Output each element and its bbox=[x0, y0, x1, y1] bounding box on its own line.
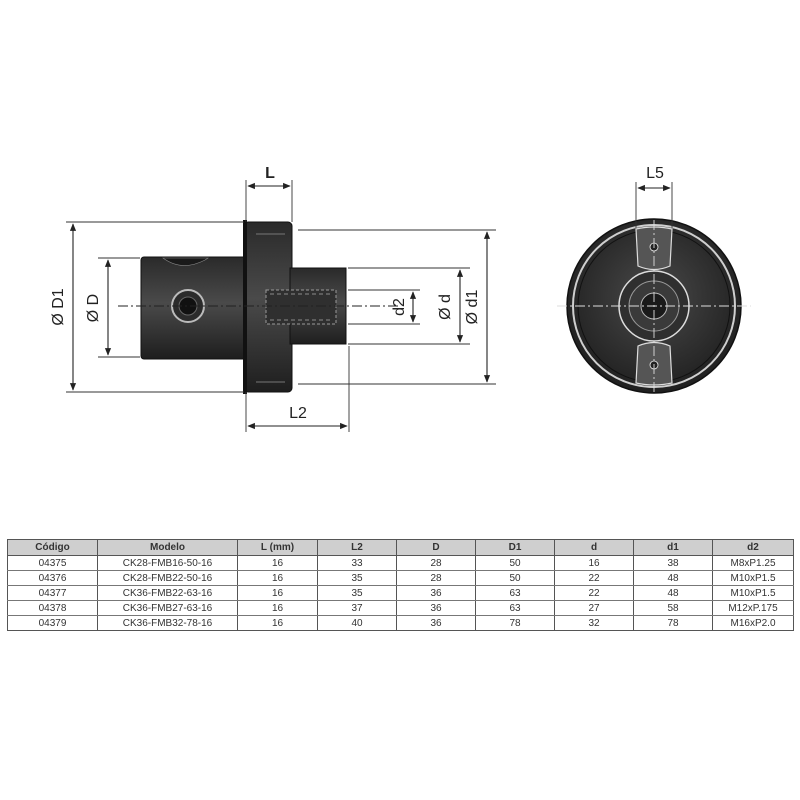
label-D1: Ø D1 bbox=[50, 288, 67, 325]
table-row: 04377 CK36-FMB22-63-16 16 35 36 63 22 48… bbox=[7, 585, 794, 601]
table-cell: 36 bbox=[396, 585, 476, 601]
table-cell: 16 bbox=[237, 555, 318, 571]
side-view bbox=[118, 220, 400, 394]
table-cell: M16xP2.0 bbox=[712, 615, 794, 631]
table-cell: 40 bbox=[317, 615, 397, 631]
header-l: L (mm) bbox=[237, 539, 318, 556]
table-cell: 04378 bbox=[7, 600, 98, 616]
table-cell: 63 bbox=[475, 600, 555, 616]
label-d: Ø d bbox=[437, 294, 454, 320]
table-cell: 35 bbox=[317, 585, 397, 601]
table-cell: 33 bbox=[317, 555, 397, 571]
table-cell: CK36-FMB22-63-16 bbox=[97, 585, 238, 601]
header-d1-upper: D1 bbox=[475, 539, 555, 556]
table-cell: 04375 bbox=[7, 555, 98, 571]
table-cell: 04379 bbox=[7, 615, 98, 631]
table-cell: M8xP1.25 bbox=[712, 555, 794, 571]
table-cell: 27 bbox=[554, 600, 634, 616]
table-row: 04379 CK36-FMB32-78-16 16 40 36 78 32 78… bbox=[7, 615, 794, 631]
table-cell: 16 bbox=[554, 555, 634, 571]
thread bbox=[265, 289, 337, 325]
label-L5: L5 bbox=[646, 165, 664, 182]
table-row: 04375 CK28-FMB16-50-16 16 33 28 50 16 38… bbox=[7, 555, 794, 571]
table-cell: 50 bbox=[475, 555, 555, 571]
table-cell: 35 bbox=[317, 570, 397, 586]
table-cell: M10xP1.5 bbox=[712, 585, 794, 601]
table-header-row: Código Modelo L (mm) L2 D D1 d d1 d2 bbox=[7, 539, 794, 556]
table-cell: 36 bbox=[396, 615, 476, 631]
table-cell: 16 bbox=[237, 570, 318, 586]
table-cell: CK28-FMB16-50-16 bbox=[97, 555, 238, 571]
table-cell: 48 bbox=[633, 570, 713, 586]
label-d2: d2 bbox=[391, 298, 408, 316]
label-D: Ø D bbox=[85, 294, 102, 322]
table-cell: 37 bbox=[317, 600, 397, 616]
label-L: L bbox=[265, 165, 275, 182]
header-d1-lower: d1 bbox=[633, 539, 713, 556]
label-d1: Ø d1 bbox=[464, 290, 481, 325]
table-cell: 22 bbox=[554, 570, 634, 586]
table-cell: 48 bbox=[633, 585, 713, 601]
table-cell: 32 bbox=[554, 615, 634, 631]
table-cell: 16 bbox=[237, 585, 318, 601]
table-cell: 58 bbox=[633, 600, 713, 616]
table-cell: 78 bbox=[633, 615, 713, 631]
table-cell: CK28-FMB22-50-16 bbox=[97, 570, 238, 586]
table-cell: 36 bbox=[396, 600, 476, 616]
table-cell: 78 bbox=[475, 615, 555, 631]
table-cell: 38 bbox=[633, 555, 713, 571]
table-cell: 50 bbox=[475, 570, 555, 586]
table-cell: 63 bbox=[475, 585, 555, 601]
table-cell: CK36-FMB27-63-16 bbox=[97, 600, 238, 616]
table-cell: 22 bbox=[554, 585, 634, 601]
table-cell: 16 bbox=[237, 615, 318, 631]
header-modelo: Modelo bbox=[97, 539, 238, 556]
shank-flat bbox=[162, 257, 209, 266]
label-L2: L2 bbox=[289, 405, 307, 422]
table-cell: 28 bbox=[396, 555, 476, 571]
header-d-upper: D bbox=[396, 539, 476, 556]
technical-drawing: L L2 Ø D1 Ø D d2 Ø d Ø d1 L5 bbox=[50, 165, 751, 432]
header-codigo: Código bbox=[7, 539, 98, 556]
table-cell: 28 bbox=[396, 570, 476, 586]
header-d2: d2 bbox=[712, 539, 794, 556]
table-cell: M12xP.175 bbox=[712, 600, 794, 616]
spec-table: Código Modelo L (mm) L2 D D1 d d1 d2 043… bbox=[7, 539, 794, 631]
front-view bbox=[557, 218, 751, 395]
table-cell: 04376 bbox=[7, 570, 98, 586]
header-l2: L2 bbox=[317, 539, 397, 556]
table-cell: CK36-FMB32-78-16 bbox=[97, 615, 238, 631]
table-cell: 16 bbox=[237, 600, 318, 616]
table-cell: 04377 bbox=[7, 585, 98, 601]
table-row: 04376 CK28-FMB22-50-16 16 35 28 50 22 48… bbox=[7, 570, 794, 586]
table-row: 04378 CK36-FMB27-63-16 16 37 36 63 27 58… bbox=[7, 600, 794, 616]
table-cell: M10xP1.5 bbox=[712, 570, 794, 586]
header-d-lower: d bbox=[554, 539, 634, 556]
